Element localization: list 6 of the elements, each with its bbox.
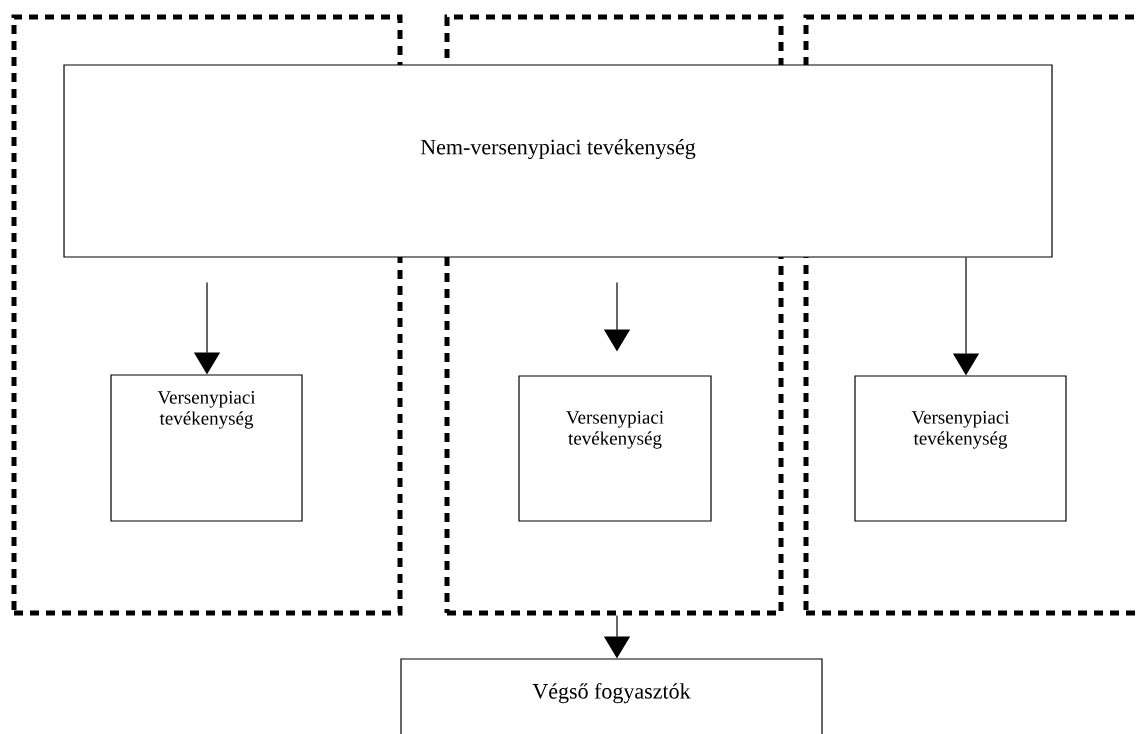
process-box: Versenypiaci tevékenység <box>518 375 712 522</box>
dashed-frame <box>11 14 403 616</box>
process-box: Versenypiaci tevékenység <box>110 374 303 522</box>
process-box: Nem-versenypiaci tevékenység <box>63 64 1053 258</box>
process-box: Versenypiaci tevékenység <box>854 375 1067 522</box>
process-box: Végső fogyasztók <box>400 658 823 734</box>
